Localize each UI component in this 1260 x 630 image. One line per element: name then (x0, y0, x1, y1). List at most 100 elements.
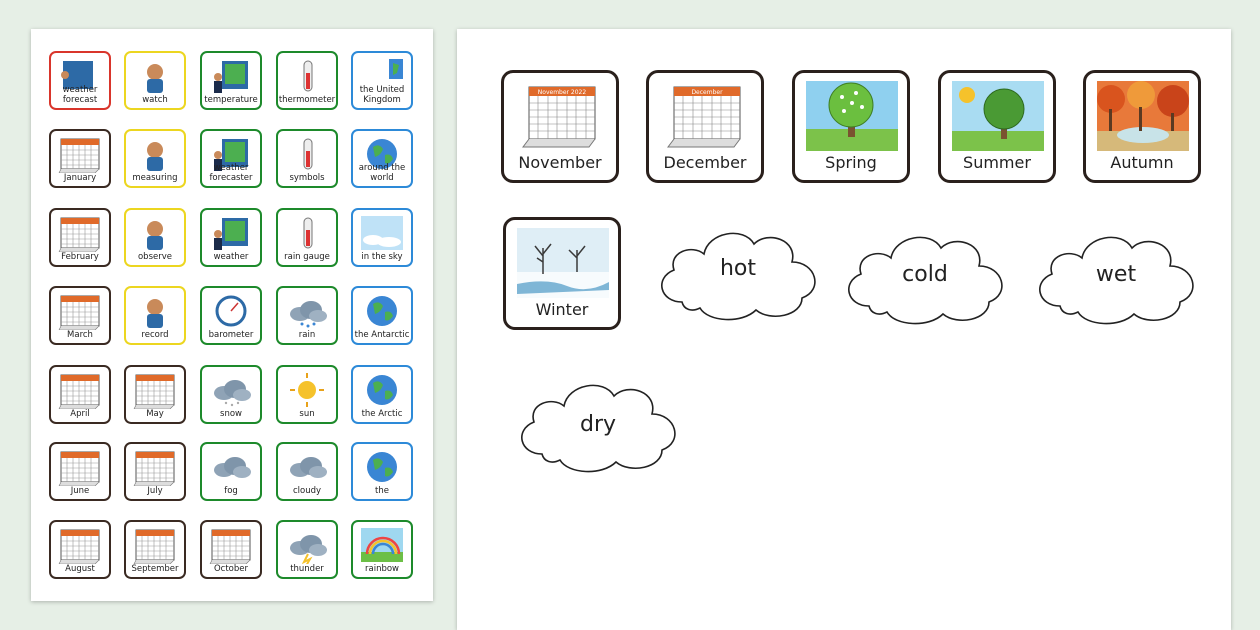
symbol-card[interactable]: weather forecaster (200, 129, 262, 188)
cloud-card-wet[interactable]: wet (1030, 222, 1202, 328)
symbol-card[interactable]: rain (276, 286, 338, 345)
weather-icon (290, 457, 327, 478)
symbol-card-label: February (61, 252, 99, 262)
activity-icon (147, 64, 163, 93)
symbol-card[interactable]: the United Kingdom (351, 51, 413, 110)
symbol-card-label: January (63, 173, 97, 183)
symbol-card-label: rain gauge (284, 252, 330, 262)
symbol-card[interactable]: thermometer (276, 51, 338, 110)
symbol-card[interactable]: record (124, 286, 186, 345)
symbol-card[interactable]: March (49, 286, 111, 345)
winter-scene-icon (517, 228, 609, 298)
symbol-card-label: observe (137, 252, 172, 262)
calendar-header: November 2022 (538, 89, 587, 96)
symbol-card-label: July (147, 486, 163, 496)
symbol-card[interactable]: July (124, 442, 186, 501)
cloud-icon (848, 236, 1003, 325)
card-november[interactable]: November 2022 November (501, 70, 619, 183)
symbol-card[interactable]: the (351, 442, 413, 501)
symbol-card[interactable]: August (49, 520, 111, 579)
symbol-card-label: record (141, 330, 169, 340)
symbol-card[interactable]: observe (124, 208, 186, 267)
symbol-card[interactable]: June (49, 442, 111, 501)
symbol-card[interactable]: weather forecast (49, 51, 111, 110)
card-autumn[interactable]: Autumn (1083, 70, 1201, 183)
symbol-card[interactable]: sun (276, 365, 338, 424)
symbol-card[interactable]: around the world (351, 129, 413, 188)
activity-icon (133, 529, 175, 564)
symbol-card-label: measuring (132, 173, 178, 183)
card-december[interactable]: December December (646, 70, 764, 183)
globe-icon (361, 216, 403, 250)
symbol-card[interactable]: measuring (124, 129, 186, 188)
symbol-card-label: rain (298, 330, 316, 340)
symbol-card-label: in the sky (361, 252, 403, 262)
cloud-icon (521, 384, 676, 473)
calendar-icon (61, 61, 93, 89)
symbol-card[interactable]: cloudy (276, 442, 338, 501)
symbol-card[interactable]: rainbow (351, 520, 413, 579)
globe-icon (367, 375, 397, 405)
symbol-card[interactable]: January (49, 129, 111, 188)
symbol-card[interactable]: the Antarctic (351, 286, 413, 345)
symbol-card-label: August (65, 564, 95, 574)
symbol-card[interactable]: in the sky (351, 208, 413, 267)
symbol-card-label: rainbow (365, 564, 399, 574)
cloud-card-hot[interactable]: hot (652, 218, 824, 324)
symbol-card[interactable]: September (124, 520, 186, 579)
symbol-card-label: cloudy (292, 486, 322, 496)
symbol-card-label: weather (213, 252, 249, 262)
weather-icon (303, 217, 313, 249)
calendar-icon (58, 138, 100, 173)
weather-icon (214, 380, 251, 407)
symbol-card-label: June (70, 486, 90, 496)
summer-tree-icon (952, 81, 1044, 151)
card-summer[interactable]: Summer (938, 70, 1056, 183)
card-label: Autumn (1110, 153, 1174, 172)
symbol-card[interactable]: May (124, 365, 186, 424)
symbol-card-label: thunder (290, 564, 324, 574)
symbol-card-label: the United Kingdom (359, 85, 405, 105)
cloud-icon (1039, 236, 1194, 325)
cloud-card-dry[interactable]: dry (512, 370, 684, 476)
card-winter[interactable]: Winter (503, 217, 621, 330)
symbol-card-label: fog (224, 486, 238, 496)
symbol-card[interactable]: the Arctic (351, 365, 413, 424)
symbol-card-label: September (131, 564, 179, 574)
card-spring[interactable]: Spring (792, 70, 910, 183)
symbol-card[interactable]: rain gauge (276, 208, 338, 267)
symbol-card[interactable]: February (49, 208, 111, 267)
symbol-card-label: March (67, 330, 93, 340)
symbol-card[interactable]: temperature (200, 51, 262, 110)
card-label: November (518, 153, 602, 172)
symbol-card[interactable]: barometer (200, 286, 262, 345)
symbol-card-label: thermometer (278, 95, 336, 105)
symbol-card-label: May (146, 409, 164, 419)
weather-icon (303, 60, 313, 92)
symbol-card-label: October (213, 564, 249, 574)
calendar-icon (58, 529, 100, 564)
symbol-card[interactable]: watch (124, 51, 186, 110)
symbol-card-label: barometer (208, 330, 254, 340)
cloud-label: wet (1095, 262, 1137, 287)
calendar-icon: December (667, 86, 741, 148)
symbol-card[interactable]: April (49, 365, 111, 424)
activity-icon (133, 451, 175, 486)
cloud-label: cold (902, 262, 948, 287)
symbol-card-label: temperature (204, 95, 258, 105)
activity-icon (133, 374, 175, 409)
globe-icon (367, 296, 397, 326)
symbol-card[interactable]: October (200, 520, 262, 579)
activity-icon (147, 299, 163, 328)
symbol-card[interactable]: snow (200, 365, 262, 424)
symbol-card-label: the (375, 486, 389, 496)
weather-icon (214, 139, 248, 171)
weather-icon (214, 457, 251, 478)
cloud-card-cold[interactable]: cold (839, 222, 1011, 328)
symbol-card[interactable]: symbols (276, 129, 338, 188)
symbol-card[interactable]: fog (200, 442, 262, 501)
symbol-card-label: snow (220, 409, 242, 419)
symbol-card[interactable]: thunder (276, 520, 338, 579)
autumn-trees-icon (1097, 81, 1189, 151)
symbol-card[interactable]: weather (200, 208, 262, 267)
